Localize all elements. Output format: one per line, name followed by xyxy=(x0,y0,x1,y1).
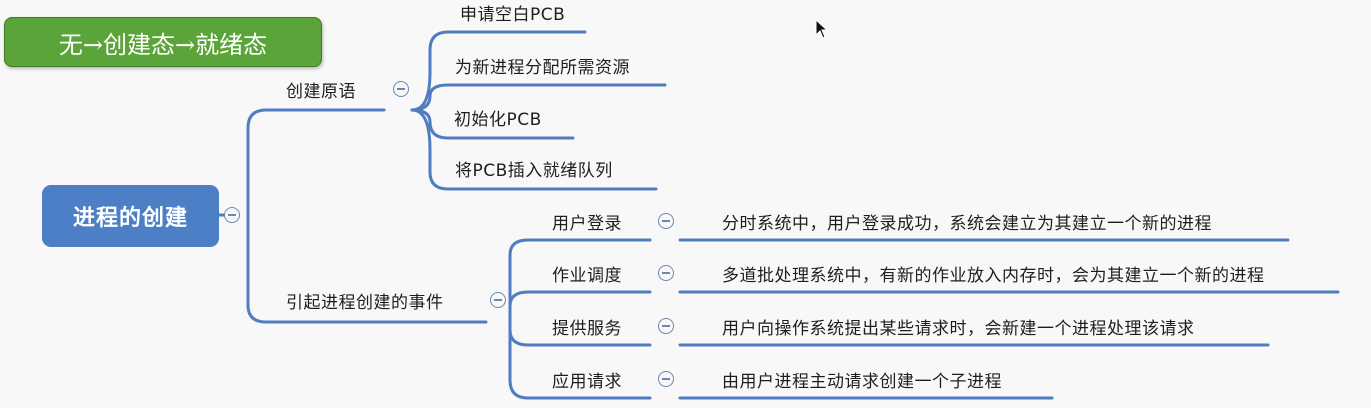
branch1-collapse-toggle[interactable] xyxy=(393,81,409,97)
event2-collapse-toggle[interactable] xyxy=(658,265,674,281)
branch-create-primitive[interactable]: 创建原语 xyxy=(286,82,356,102)
event3-collapse-toggle[interactable] xyxy=(658,318,674,334)
leaf-insert-ready-queue[interactable]: 将PCB插入就绪队列 xyxy=(455,161,613,181)
root-node[interactable]: 进程的创建 xyxy=(42,185,219,247)
connector-b2-c1 xyxy=(508,238,652,302)
leaf-init-pcb[interactable]: 初始化PCB xyxy=(454,110,542,130)
branch2-collapse-toggle[interactable] xyxy=(490,292,506,308)
connector-b1-c3 xyxy=(410,108,575,140)
detail-user-login[interactable]: 分时系统中，用户登录成功，系统会建立为其建立一个新的进程 xyxy=(722,214,1212,234)
event-user-login[interactable]: 用户登录 xyxy=(552,214,622,234)
connector-b1-c1 xyxy=(410,30,587,112)
connector-b1-c4 xyxy=(410,108,658,191)
connector-root-branch1 xyxy=(246,108,386,217)
connector-b2-c2 xyxy=(508,290,652,307)
event1-collapse-toggle[interactable] xyxy=(658,213,674,229)
root-label: 进程的创建 xyxy=(72,206,188,231)
connector-b1-c2 xyxy=(410,83,667,112)
root-collapse-toggle[interactable] xyxy=(224,207,240,223)
connector-root-branch2 xyxy=(246,213,488,324)
detail-provide-service[interactable]: 用户向操作系统提出某些请求时，会新建一个进程处理该请求 xyxy=(722,319,1195,339)
connector-b2-c4 xyxy=(508,298,652,400)
event-job-scheduling[interactable]: 作业调度 xyxy=(552,266,622,286)
branch-creation-events[interactable]: 引起进程创建的事件 xyxy=(286,293,444,313)
leaf-allocate-resources[interactable]: 为新进程分配所需资源 xyxy=(455,58,630,78)
event-provide-service[interactable]: 提供服务 xyxy=(552,319,622,339)
state-transition-callout: 无→创建态→就绪态 xyxy=(4,17,322,67)
leaf-apply-blank-pcb[interactable]: 申请空白PCB xyxy=(460,5,566,25)
mouse-cursor-icon xyxy=(815,19,829,39)
event4-collapse-toggle[interactable] xyxy=(658,371,674,387)
detail-job-scheduling[interactable]: 多道批处理系统中，有新的作业放入内存时，会为其建立一个新的进程 xyxy=(722,266,1265,286)
event-application-request[interactable]: 应用请求 xyxy=(552,372,622,392)
detail-application-request[interactable]: 由用户进程主动请求创建一个子进程 xyxy=(722,372,1002,392)
